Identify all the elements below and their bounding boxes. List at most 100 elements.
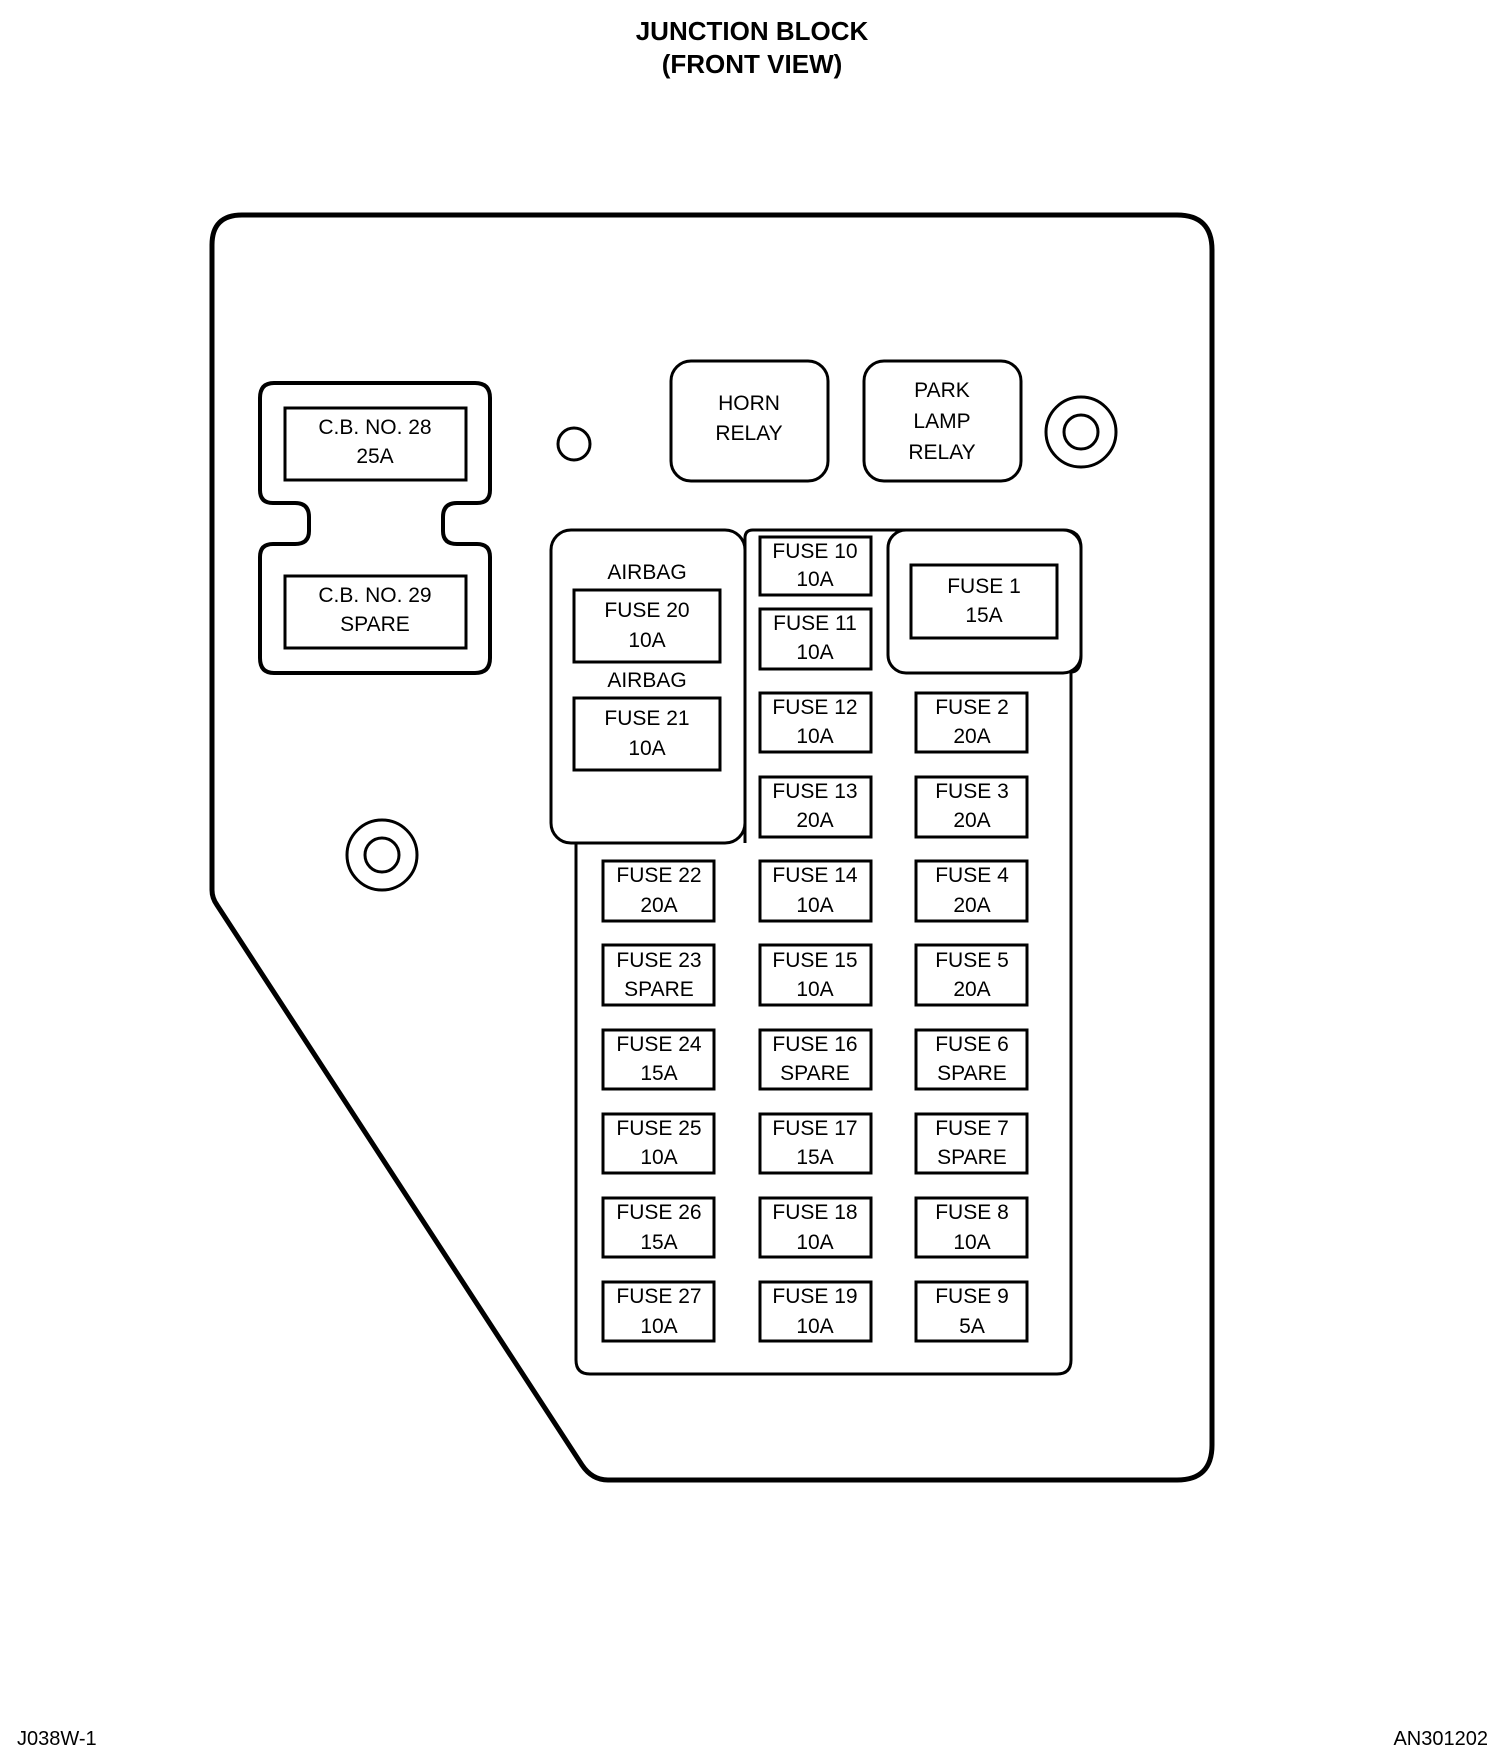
fuse-7-rating: SPARE bbox=[937, 1146, 1007, 1169]
fuse-1-name: FUSE 1 bbox=[947, 575, 1021, 598]
fuse-26-rating: 15A bbox=[640, 1231, 677, 1254]
fuse-20 bbox=[572, 588, 722, 664]
fuse-22-rating: 20A bbox=[640, 894, 677, 917]
fuse-20-name: FUSE 20 bbox=[604, 599, 689, 622]
fuse-4 bbox=[914, 859, 1029, 923]
fuse-15 bbox=[758, 943, 873, 1007]
fuse-8-rating: 10A bbox=[953, 1231, 990, 1254]
circuit-breaker-29-rating: SPARE bbox=[340, 613, 410, 636]
fuse-13 bbox=[758, 775, 873, 839]
fuse-5 bbox=[914, 943, 1029, 1007]
fuse-11-name: FUSE 11 bbox=[773, 612, 857, 635]
fuse-3-name: FUSE 3 bbox=[935, 780, 1009, 803]
fuse-24-rating: 15A bbox=[640, 1062, 677, 1085]
fuse-5-rating: 20A bbox=[953, 978, 990, 1001]
fuse-7-name: FUSE 7 bbox=[935, 1117, 1009, 1140]
fuse-3-rating: 20A bbox=[953, 809, 990, 832]
circuit-breaker-29 bbox=[283, 574, 468, 650]
fuse-1-rating: 15A bbox=[965, 604, 1002, 627]
fuse-9-rating: 5A bbox=[959, 1315, 985, 1338]
fuse-19-rating: 10A bbox=[796, 1315, 833, 1338]
fuse-2-name: FUSE 2 bbox=[935, 696, 1009, 719]
fuse-24-name: FUSE 24 bbox=[616, 1033, 702, 1056]
fuse-2 bbox=[914, 691, 1029, 754]
airbag-label-lower: AIRBAG bbox=[607, 669, 686, 692]
fuse-5-name: FUSE 5 bbox=[935, 949, 1009, 972]
fuse-4-rating: 20A bbox=[953, 894, 990, 917]
figure-code-right: AN301202 bbox=[1393, 1728, 1488, 1750]
fuse-16-name: FUSE 16 bbox=[772, 1033, 857, 1056]
fuse-23-rating: SPARE bbox=[624, 978, 694, 1001]
fuse-25 bbox=[601, 1112, 716, 1175]
fuse-panel-outline bbox=[574, 528, 1083, 1376]
left-mounting-bolt bbox=[345, 818, 419, 892]
figure-code-left: J038W-1 bbox=[17, 1728, 97, 1750]
circuit-breaker-29-name: C.B. NO. 29 bbox=[318, 584, 431, 607]
fuse-10 bbox=[758, 535, 873, 597]
circuit-breaker-28-name: C.B. NO. 28 bbox=[318, 416, 431, 439]
fuse-16-rating: SPARE bbox=[780, 1062, 850, 1085]
fuse-10-rating: 10A bbox=[796, 568, 833, 591]
fuse-4-name: FUSE 4 bbox=[935, 864, 1009, 887]
junction-block-housing bbox=[209, 212, 1215, 1483]
fuse-6-name: FUSE 6 bbox=[935, 1033, 1009, 1056]
fuse-8-name: FUSE 8 bbox=[935, 1201, 1009, 1224]
fuse-1-housing bbox=[886, 528, 1083, 675]
circuit-breaker-28-rating: 25A bbox=[356, 445, 393, 468]
fuse-25-rating: 10A bbox=[640, 1146, 677, 1169]
fuse-12-rating: 10A bbox=[796, 725, 833, 748]
fuse-14 bbox=[758, 859, 873, 923]
fuse-26 bbox=[601, 1196, 716, 1259]
circuit-breaker-holder bbox=[258, 381, 492, 675]
fuse-7 bbox=[914, 1112, 1029, 1175]
fuse-9-name: FUSE 9 bbox=[935, 1285, 1009, 1308]
fuse-14-rating: 10A bbox=[796, 894, 833, 917]
diagram-title-line-1: JUNCTION BLOCK bbox=[636, 16, 869, 46]
fuse-19 bbox=[758, 1280, 873, 1343]
fuse-21 bbox=[572, 696, 722, 772]
fuse-13-rating: 20A bbox=[796, 809, 833, 832]
fuse-6-rating: SPARE bbox=[937, 1062, 1007, 1085]
fuse-22 bbox=[601, 859, 716, 923]
airbag-label-upper: AIRBAG bbox=[607, 561, 686, 584]
fuse-11 bbox=[758, 607, 873, 671]
fuse-12 bbox=[758, 691, 873, 754]
fuse-17 bbox=[758, 1112, 873, 1175]
small-mounting-hole bbox=[556, 426, 592, 462]
fuse-18 bbox=[758, 1196, 873, 1259]
fuse-27-name: FUSE 27 bbox=[616, 1285, 701, 1308]
fuse-18-name: FUSE 18 bbox=[772, 1201, 857, 1224]
fuse-15-rating: 10A bbox=[796, 978, 833, 1001]
right-mounting-bolt bbox=[1044, 395, 1118, 469]
park-lamp-relay bbox=[862, 359, 1023, 483]
fuse-1 bbox=[909, 563, 1059, 640]
left-mounting-bolt-inner bbox=[363, 836, 401, 874]
horn-relay-label-line-1: HORN bbox=[718, 392, 780, 415]
fuse-27 bbox=[601, 1280, 716, 1343]
fuse-23 bbox=[601, 943, 716, 1007]
fuse-20-rating: 10A bbox=[628, 629, 665, 652]
fuse-13-name: FUSE 13 bbox=[772, 780, 857, 803]
fuse-12-name: FUSE 12 bbox=[772, 696, 857, 719]
park-lamp-relay-label-line-3: RELAY bbox=[908, 441, 975, 464]
circuit-breaker-28 bbox=[283, 406, 468, 482]
airbag-fuse-housing bbox=[549, 528, 747, 845]
diagram-title-line-2: (FRONT VIEW) bbox=[662, 49, 843, 79]
fuse-25-name: FUSE 25 bbox=[616, 1117, 701, 1140]
fuse-24 bbox=[601, 1028, 716, 1091]
fuse-23-name: FUSE 23 bbox=[616, 949, 701, 972]
fuse-3 bbox=[914, 775, 1029, 839]
fuse-22-name: FUSE 22 bbox=[616, 864, 701, 887]
fuse-19-name: FUSE 19 bbox=[772, 1285, 857, 1308]
fuse-11-rating: 10A bbox=[796, 641, 833, 664]
fuse-17-name: FUSE 17 bbox=[772, 1117, 857, 1140]
fuse-15-name: FUSE 15 bbox=[772, 949, 857, 972]
park-lamp-relay-label-line-2: LAMP bbox=[913, 410, 970, 433]
fuse-6 bbox=[914, 1028, 1029, 1091]
horn-relay bbox=[669, 359, 830, 483]
fuse-10-name: FUSE 10 bbox=[772, 540, 857, 563]
fuse-21-name: FUSE 21 bbox=[604, 707, 689, 730]
fuse-21-rating: 10A bbox=[628, 737, 665, 760]
fuse-2-rating: 20A bbox=[953, 725, 990, 748]
